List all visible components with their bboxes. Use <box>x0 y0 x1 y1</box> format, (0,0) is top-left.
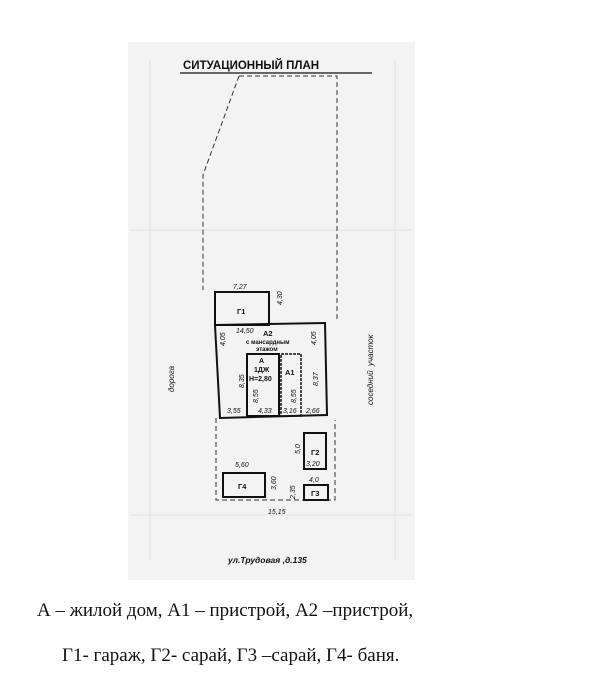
dim-bottom-4: 2,66 <box>305 408 320 415</box>
lot-boundary-lower <box>215 418 336 501</box>
dim-bottom-3: 3,16 <box>283 408 297 415</box>
scan-grid <box>130 60 412 560</box>
label-g4: Г4 <box>238 482 247 491</box>
dim-g3-width: 4,0 <box>309 477 319 484</box>
dim-a1-inner: 8,55 <box>291 389 298 403</box>
dim-g1-depth: 4,30 <box>277 291 284 305</box>
dim-g4-height: 3,60 <box>271 476 278 490</box>
dim-bottom-1: 3,55 <box>227 408 241 415</box>
label-neighbor-plot: соседний участок <box>366 333 375 405</box>
label-a-sub2: Н=2,80 <box>249 376 272 383</box>
dim-a2-left: 4,05 <box>220 332 227 346</box>
dim-a-inner: 8,55 <box>253 389 260 403</box>
label-address: ул.Трудовая ,д.135 <box>227 555 307 565</box>
dim-a2-right: 4,05 <box>311 331 318 345</box>
building-a <box>246 353 280 417</box>
building-a2 <box>213 321 329 420</box>
dim-g2-width: 3,20 <box>306 461 320 468</box>
dim-side-left: 8,35 <box>239 374 246 388</box>
label-road: дорога <box>167 365 176 392</box>
label-g3: Г3 <box>311 489 319 498</box>
dim-g2-height: 5,0 <box>295 444 302 454</box>
dim-g4-width: 5,60 <box>235 462 249 469</box>
label-a-name: А <box>259 358 264 365</box>
legend-line-1: А – жилой дом, А1 – пристрой, А2 –пристр… <box>37 600 414 621</box>
lot-boundary <box>239 75 338 322</box>
label-a-sub1: 1ДЖ <box>254 367 270 374</box>
dim-g3-height: 2,35 <box>290 485 297 500</box>
situation-plan: СИТУАЦИОННЫЙ ПЛАН Г1 7,27 4,30 А2 с манс… <box>130 59 412 565</box>
label-g1: Г1 <box>237 307 245 316</box>
building-g4 <box>222 472 266 498</box>
building-g3 <box>303 484 329 501</box>
label-a2-name: А2 <box>263 329 273 338</box>
building-g2 <box>303 432 327 470</box>
dim-lot-width: 15,15 <box>268 509 286 516</box>
scanned-plan-background <box>128 42 415 580</box>
label-a1: А1 <box>285 368 295 377</box>
lot-boundary-left <box>202 75 240 290</box>
dim-g1-width: 7,27 <box>233 284 248 291</box>
dim-bottom-2: 4,33 <box>258 408 272 415</box>
building-a1 <box>280 353 302 417</box>
dim-side-right: 8,37 <box>313 371 320 386</box>
label-a2-sub1: с мансардным <box>246 340 290 346</box>
label-g2: Г2 <box>311 448 319 457</box>
plan-title: СИТУАЦИОННЫЙ ПЛАН <box>183 59 319 72</box>
label-a2-sub2: этажом <box>256 347 278 353</box>
legend-line-2: Г1- гараж, Г2- сарай, Г3 –сарай, Г4- бан… <box>62 645 400 666</box>
dim-a2-width: 14,50 <box>236 328 254 335</box>
